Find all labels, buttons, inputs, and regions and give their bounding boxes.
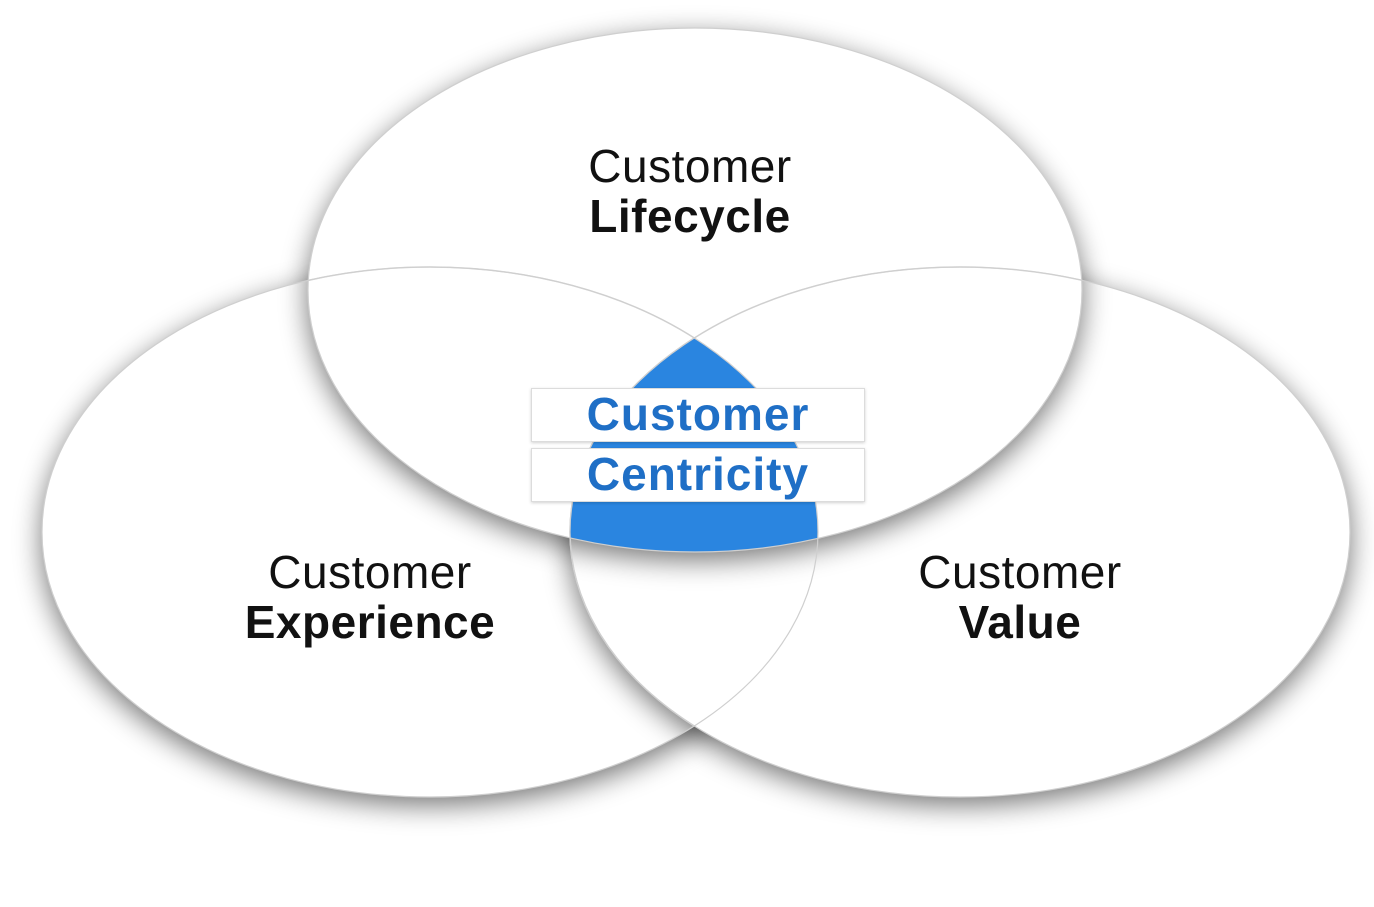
label-customer-value: Customer Value [860, 546, 1180, 648]
label-lifecycle-line2: Lifecycle [589, 189, 791, 242]
center-label-line1: Customer [531, 388, 865, 442]
outline-value [569, 266, 1351, 798]
outline-lifecycle [307, 27, 1083, 553]
label-customer-lifecycle: Customer Lifecycle [540, 140, 840, 242]
label-value-line2: Value [958, 595, 1082, 648]
label-experience-line2: Experience [244, 595, 496, 648]
center-label-line2: Centricity [531, 448, 865, 502]
label-experience-line1: Customer [268, 546, 472, 598]
label-lifecycle-line1: Customer [588, 140, 792, 192]
label-customer-experience: Customer Experience [180, 546, 560, 648]
label-value-line1: Customer [918, 546, 1122, 598]
outline-experience [41, 266, 819, 798]
